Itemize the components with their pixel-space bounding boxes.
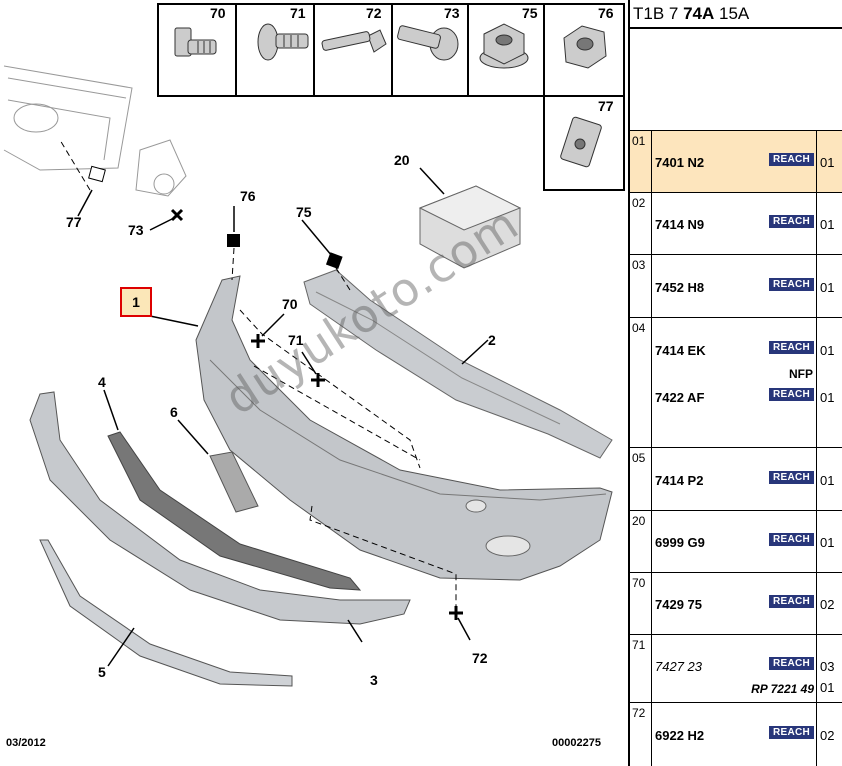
flange-screw-icon [257, 23, 309, 61]
parts-row-71[interactable]: 71 7427 23 REACH 03 RP 7221 49 01 [630, 635, 842, 703]
row-index: 04 [630, 318, 652, 447]
clip-nut-icon [560, 116, 602, 168]
callout-5[interactable]: 5 [98, 664, 106, 680]
callout-6[interactable]: 6 [170, 404, 178, 420]
quantity: 01 [820, 390, 835, 405]
hardware-number: 71 [290, 5, 306, 21]
reach-badge: REACH [769, 215, 814, 228]
hardware-number: 73 [444, 5, 460, 21]
reach-badge: REACH [769, 595, 814, 608]
quantity: 01 [820, 343, 835, 358]
diagram-reference: 00002275 [552, 737, 601, 749]
parts-row-02[interactable]: 02 7414 N9 REACH 01 [630, 193, 842, 255]
hardware-number: 76 [598, 5, 614, 21]
quantity: 03 [820, 659, 835, 674]
part-number[interactable]: 7414 N9 [655, 217, 705, 232]
quantity: 01 [820, 473, 835, 488]
hardware-number: 72 [366, 5, 382, 21]
parts-list-panel: T1B 7 74A 15A 01 7401 N2 REACH 01 02 741… [628, 0, 842, 766]
row-index: 02 [630, 193, 652, 254]
diagram-date: 03/2012 [6, 737, 46, 749]
part-6-bracket [209, 451, 259, 513]
callout-71[interactable]: 71 [288, 332, 304, 348]
part-3-spoiler [29, 391, 411, 625]
quantity: 02 [820, 597, 835, 612]
callout-4[interactable]: 4 [98, 374, 106, 390]
callout-77[interactable]: 77 [66, 214, 82, 230]
hardware-number: 77 [598, 98, 614, 114]
part-20-kit [418, 185, 522, 269]
part-1-bumper [195, 275, 613, 581]
callout-72[interactable]: 72 [472, 650, 488, 666]
quantity: 01 [820, 680, 835, 695]
callout-70[interactable]: 70 [282, 296, 298, 312]
reach-badge: REACH [769, 388, 814, 401]
row-index: 01 [630, 131, 652, 192]
reach-badge: REACH [769, 533, 814, 546]
part-number[interactable]: 7429 75 [655, 597, 702, 612]
reach-badge: REACH [769, 153, 814, 166]
reach-badge: REACH [769, 471, 814, 484]
reach-badge: REACH [769, 657, 814, 670]
part-number[interactable]: 7401 N2 [655, 155, 705, 170]
part-2-absorber [303, 269, 613, 459]
diagram-code: T1B 7 74A 15A [630, 0, 842, 29]
parts-row-01[interactable]: 01 7401 N2 REACH 01 [630, 130, 842, 193]
quantity: 01 [820, 217, 835, 232]
callout-73[interactable]: 73 [128, 222, 144, 238]
socket-screw-icon [397, 25, 459, 61]
parts-row-70[interactable]: 70 7429 75 REACH 02 [630, 573, 842, 635]
row-index: 70 [630, 573, 652, 634]
reach-badge: REACH [769, 278, 814, 291]
selected-part-callout[interactable]: 1 [120, 287, 152, 317]
row-index: 20 [630, 511, 652, 572]
diagram-drawing [3, 3, 625, 687]
part-number[interactable]: 7452 H8 [655, 280, 705, 295]
callout-76[interactable]: 76 [240, 188, 256, 204]
callout-20[interactable]: 20 [394, 152, 410, 168]
hex-bolt-icon [321, 29, 387, 53]
tapping-screw-icon [174, 27, 217, 57]
quantity: 02 [820, 728, 835, 743]
quantity: 01 [820, 535, 835, 550]
nfp-note: NFP [789, 367, 813, 381]
part-number[interactable]: 6922 H2 [655, 728, 705, 743]
quantity: 01 [820, 155, 835, 170]
flange-nut-icon [479, 23, 529, 69]
reach-badge: REACH [769, 341, 814, 354]
callout-75[interactable]: 75 [296, 204, 312, 220]
part-number[interactable]: 7422 AF [655, 390, 705, 405]
row-index: 71 [630, 635, 652, 702]
hardware-number: 70 [210, 5, 226, 21]
row-index: 72 [630, 703, 652, 766]
quantity: 01 [820, 280, 835, 295]
callout-2[interactable]: 2 [488, 332, 496, 348]
callout-3[interactable]: 3 [370, 672, 378, 688]
part-number[interactable]: 7427 23 [655, 659, 702, 674]
parts-row-03[interactable]: 03 7452 H8 REACH 01 [630, 255, 842, 318]
parts-row-05[interactable]: 05 7414 P2 REACH 01 [630, 448, 842, 511]
parts-row-20[interactable]: 20 6999 G9 REACH 01 [630, 511, 842, 573]
exploded-diagram: 70 71 72 73 75 76 77 1 2 3 4 5 6 20 70 7… [3, 3, 625, 749]
reach-badge: REACH [769, 726, 814, 739]
part-5-strip [39, 539, 293, 687]
part-number[interactable]: 7414 P2 [655, 473, 704, 488]
replacement-part-number[interactable]: RP 7221 49 [751, 682, 814, 696]
parts-row-04[interactable]: 04 7414 EK REACH 01 NFP 7422 AF REACH 01 [630, 318, 842, 448]
row-index: 05 [630, 448, 652, 510]
row-index: 03 [630, 255, 652, 317]
part-number[interactable]: 6999 G9 [655, 535, 705, 550]
parts-row-72[interactable]: 72 6922 H2 REACH 02 [630, 703, 842, 766]
hardware-number: 75 [522, 5, 538, 21]
part-4-grille [107, 431, 362, 591]
hex-nut-icon [563, 25, 607, 69]
part-number[interactable]: 7414 EK [655, 343, 706, 358]
